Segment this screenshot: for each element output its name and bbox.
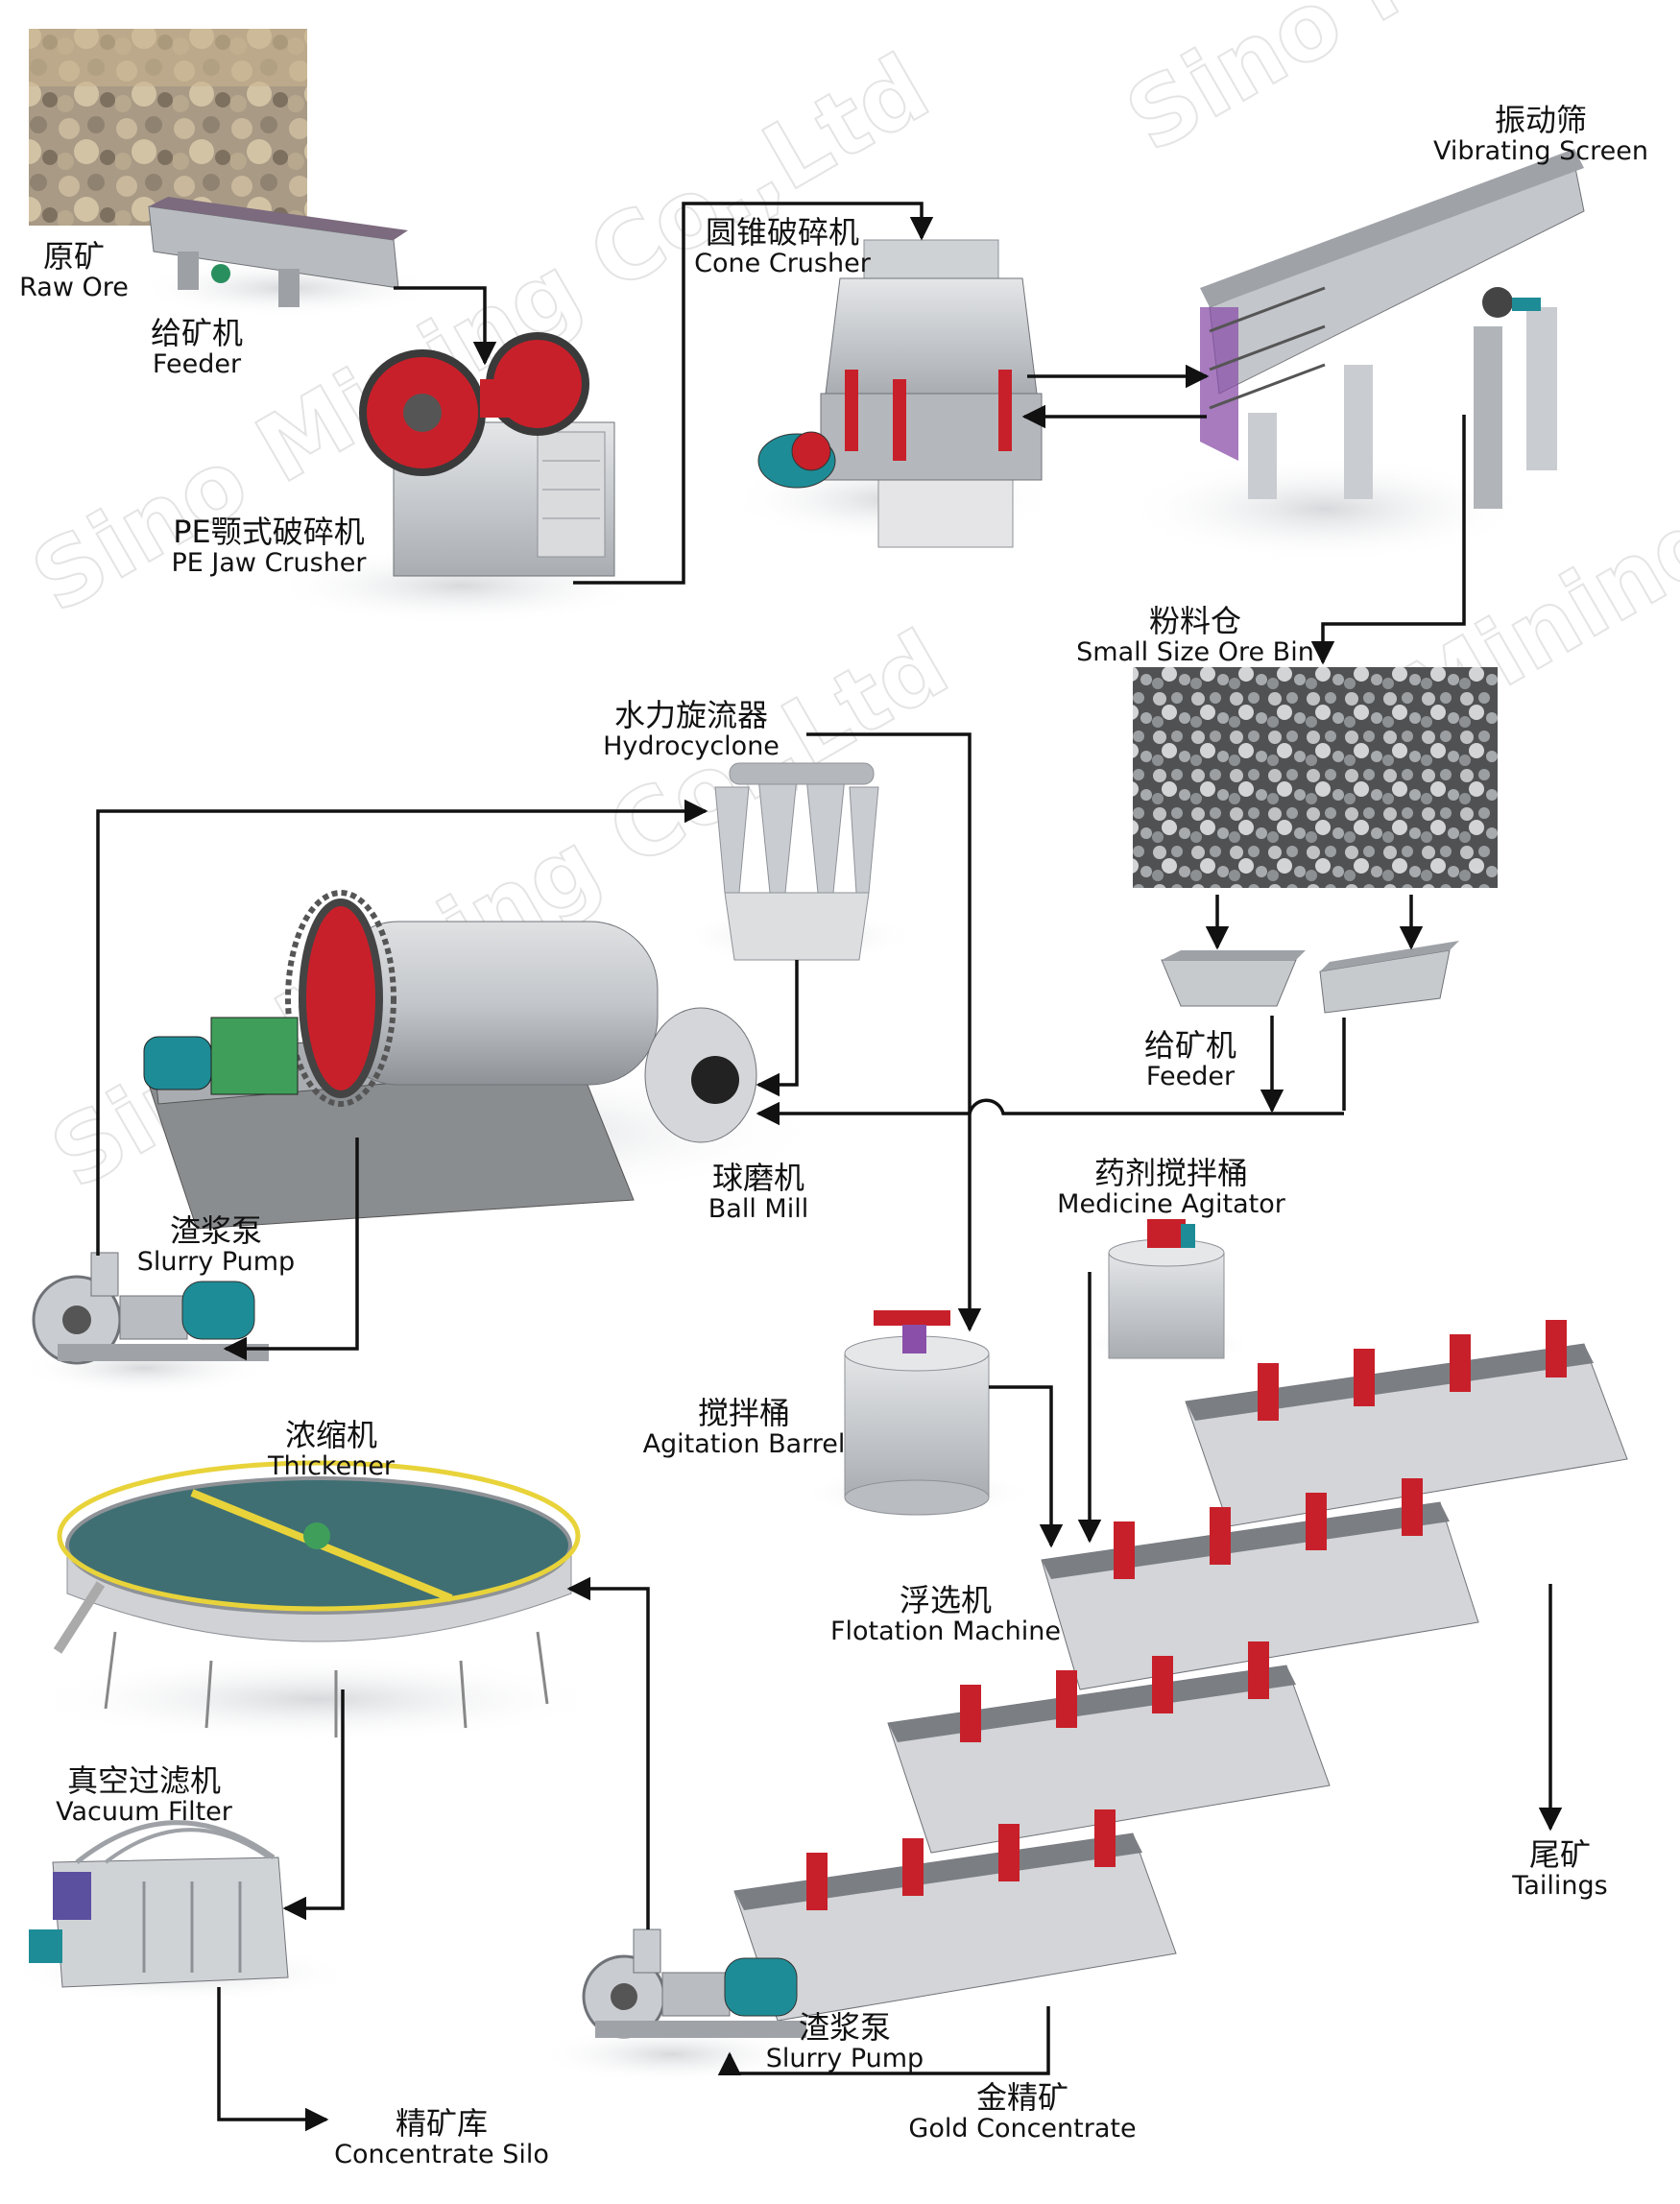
label-cone-crusher: 圆锥破碎机 Cone Crusher (686, 216, 878, 277)
label-cone-crusher-cn: 圆锥破碎机 (705, 214, 859, 251)
arrow-jaw-to-cone (573, 202, 934, 585)
label-slurry-pump-2-cn: 渣浆泵 (798, 2009, 891, 2046)
arrow-hydrocyclone-to-barrel (806, 732, 982, 1332)
label-vacuum-filter-en: Vacuum Filter (56, 1796, 232, 1827)
label-jaw-crusher: PE颚式破碎机 PE Jaw Crusher (154, 515, 384, 577)
medicine-agitator-machine (1080, 1219, 1253, 1363)
label-feeder-mid-cn: 给矿机 (1143, 1027, 1236, 1064)
label-hydrocyclone: 水力旋流器 Hydrocyclone (595, 699, 787, 760)
agitation-barrel-machine (802, 1310, 1032, 1518)
label-jaw-crusher-cn: PE颚式破碎机 (173, 514, 365, 550)
vibrating-screen-machine (1123, 149, 1585, 562)
label-ore-bin-en: Small Size Ore Bin (1076, 636, 1314, 667)
label-flotation-en: Flotation Machine (829, 1616, 1061, 1646)
label-ball-mill-en: Ball Mill (708, 1193, 809, 1224)
label-ball-mill: 球磨机 Ball Mill (696, 1162, 821, 1223)
label-medicine-agitator-en: Medicine Agitator (1057, 1188, 1285, 1219)
label-concentrate-silo-en: Concentrate Silo (334, 2139, 549, 2169)
arrow-filter-to-silo (217, 1987, 329, 2132)
cone-crusher-machine (730, 239, 1056, 548)
label-jaw-crusher-en: PE Jaw Crusher (171, 547, 367, 578)
label-slurry-pump-1-en: Slurry Pump (136, 1246, 296, 1277)
label-flotation-cn: 浮选机 (899, 1582, 992, 1618)
label-vacuum-filter-cn: 真空过滤机 (66, 1762, 221, 1799)
label-agitation-barrel-cn: 搅拌桶 (697, 1395, 790, 1431)
ore-bin-gravel-photo (1133, 667, 1498, 888)
flotation-machine-row-3 (887, 1641, 1331, 1854)
flotation-machine-row-2 (1041, 1478, 1479, 1690)
label-hydrocyclone-cn: 水力旋流器 (613, 697, 768, 733)
label-gold-concentrate: 金精矿 Gold Concentrate (902, 2081, 1142, 2143)
arrow-hydrocyclone-to-mill (756, 960, 799, 1097)
label-thickener-en: Thickener (267, 1450, 396, 1481)
label-vacuum-filter: 真空过滤机 Vacuum Filter (43, 1764, 245, 1826)
label-feeder-mid-en: Feeder (1145, 1061, 1236, 1091)
label-gold-concentrate-en: Gold Concentrate (908, 2113, 1137, 2144)
label-feeder-top: 给矿机 Feeder (134, 317, 259, 378)
label-vibrating-screen-en: Vibrating Screen (1433, 135, 1648, 166)
label-tailings-en: Tailings (1512, 1870, 1608, 1901)
label-gold-concentrate-cn: 金精矿 (975, 2079, 1068, 2116)
label-agitation-barrel: 搅拌桶 Agitation Barrel (638, 1397, 850, 1458)
arrow-pump-to-thickener (566, 1576, 650, 1929)
label-slurry-pump-2-en: Slurry Pump (765, 2043, 924, 2073)
arrow-concentrate-to-pump (717, 2006, 1050, 2076)
label-ore-bin-cn: 粉料仓 (1148, 603, 1241, 639)
arrow-feeder-to-jaw (394, 286, 497, 366)
label-hydrocyclone-en: Hydrocyclone (603, 731, 780, 761)
arrow-mill-to-pump (223, 1138, 359, 1361)
label-thickener: 浓缩机 Thickener (254, 1419, 408, 1480)
label-feeder-top-cn: 给矿机 (150, 315, 243, 351)
thickener-machine (29, 1460, 605, 1742)
slurry-pump-1-machine (19, 1252, 269, 1395)
feeder-top-machine (134, 197, 442, 317)
hydrocyclone-machine (682, 762, 912, 965)
ball-mill-machine (134, 890, 826, 1230)
label-tailings-cn: 尾矿 (1528, 1836, 1591, 1873)
arrow-thickener-to-filter (282, 1689, 345, 1921)
label-raw-ore: 原矿 Raw Ore (12, 240, 136, 301)
flotation-machine-row-1 (1185, 1320, 1628, 1527)
label-feeder-top-en: Feeder (152, 348, 242, 379)
label-ore-bin: 粉料仓 Small Size Ore Bin (1070, 605, 1320, 666)
label-vibrating-screen-cn: 振动筛 (1494, 102, 1587, 138)
label-medicine-agitator-cn: 药剂搅拌桶 (1093, 1155, 1248, 1191)
label-vibrating-screen: 振动筛 Vibrating Screen (1421, 104, 1661, 165)
label-concentrate-silo-cn: 精矿库 (395, 2105, 488, 2142)
label-raw-ore-en: Raw Ore (19, 272, 129, 302)
label-ball-mill-cn: 球磨机 (711, 1160, 804, 1196)
vacuum-filter-machine (10, 1820, 355, 2001)
label-medicine-agitator: 药剂搅拌桶 Medicine Agitator (1051, 1157, 1291, 1218)
label-slurry-pump-1: 渣浆泵 Slurry Pump (130, 1214, 302, 1276)
label-flotation: 浮选机 Flotation Machine (826, 1584, 1066, 1645)
arrow-screen-to-bin (1310, 415, 1466, 665)
arrow-pump-to-hydrocyclone (96, 799, 708, 1256)
label-concentrate-silo: 精矿库 Concentrate Silo (326, 2107, 557, 2168)
label-slurry-pump-2: 渣浆泵 Slurry Pump (758, 2011, 931, 2072)
label-raw-ore-cn: 原矿 (42, 238, 105, 275)
feeder-mid-machines (1161, 941, 1459, 1014)
label-feeder-mid: 给矿机 Feeder (1133, 1029, 1248, 1090)
raw-ore-photo (29, 29, 307, 226)
flotation-machine-row-4 (733, 1809, 1177, 2022)
arrow-feeders-to-mill (756, 1098, 1344, 1126)
flow-arrows (96, 202, 1563, 2132)
label-tailings: 尾矿 Tailings (1498, 1838, 1622, 1900)
arrow-barrel-to-flotation (989, 1385, 1064, 1548)
label-cone-crusher-en: Cone Crusher (694, 248, 871, 278)
jaw-crusher-machine (269, 332, 653, 624)
label-thickener-cn: 浓缩机 (284, 1417, 377, 1453)
label-slurry-pump-1-cn: 渣浆泵 (169, 1212, 262, 1249)
label-agitation-barrel-en: Agitation Barrel (642, 1428, 846, 1459)
